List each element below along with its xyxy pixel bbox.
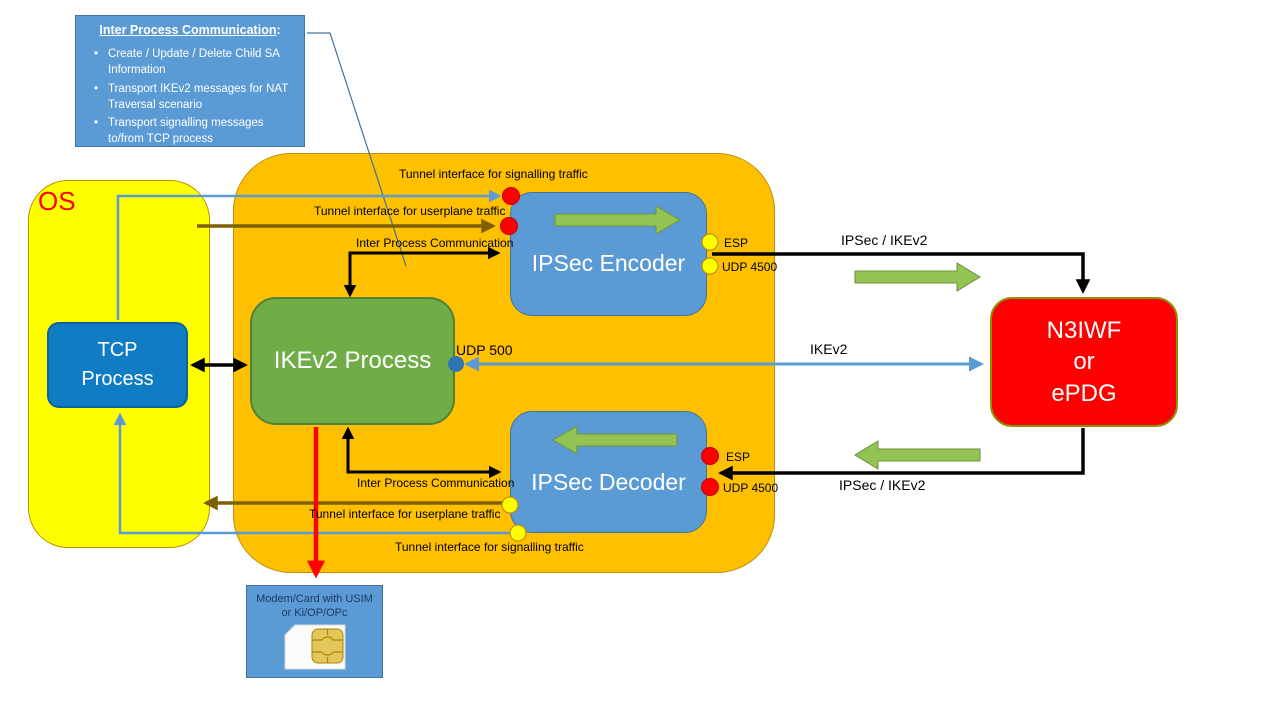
sim-card-icon — [283, 624, 347, 674]
flow-arrow-left-downlink-icon — [854, 440, 981, 470]
label-ipsec-ikev2-down: IPSec / IKEv2 — [839, 477, 926, 493]
label-encoder-esp: ESP — [724, 236, 749, 250]
label-decoder-udp4500: UDP 4500 — [723, 481, 779, 495]
label-tunnel-signalling-down: Tunnel interface for signalling traffic — [395, 540, 584, 554]
label-udp500: UDP 500 — [456, 342, 513, 358]
n3iwf-epdg-box: N3IWF or ePDG — [990, 297, 1178, 427]
ipc-callout-bullet: Transport IKEv2 messages for NAT Travers… — [94, 82, 294, 114]
ipc-callout-box: Inter Process Communication: Create / Up… — [75, 15, 305, 147]
label-encoder-udp4500: UDP 4500 — [722, 260, 778, 274]
modem-usim-box: Modem/Card with USIM or Ki/OP/OPc — [246, 585, 383, 678]
ipsec-encoder-box: IPSec Encoder — [510, 192, 707, 316]
label-ipsec-ikev2-up: IPSec / IKEv2 — [841, 232, 928, 248]
label-ipc-up: Inter Process Communication — [356, 236, 514, 250]
label-decoder-esp: ESP — [726, 450, 751, 464]
os-label: OS — [38, 186, 76, 216]
ikev2-process-box: IKEv2 Process — [250, 297, 455, 425]
modem-usim-label: Modem/Card with USIM or Ki/OP/OPc — [256, 593, 373, 620]
ipc-callout-bullet-list: Create / Update / Delete Child SA Inform… — [86, 47, 294, 148]
label-ipc-down: Inter Process Communication — [357, 476, 515, 490]
ipc-callout-bullet: Transport signalling messages to/from TC… — [94, 116, 294, 148]
ipc-callout-title: Inter Process Communication: — [99, 23, 281, 37]
ipsec-decoder-box: IPSec Decoder — [510, 411, 707, 533]
ipc-callout-bullet: Create / Update / Delete Child SA Inform… — [94, 47, 294, 79]
label-tunnel-userplane-down: Tunnel interface for userplane traffic — [309, 507, 501, 521]
label-tunnel-userplane-up: Tunnel interface for userplane traffic — [314, 204, 506, 218]
label-tunnel-signalling-up: Tunnel interface for signalling traffic — [399, 167, 588, 181]
label-ikev2: IKEv2 — [810, 341, 848, 357]
tcp-process-box: TCP Process — [47, 322, 188, 408]
connector-n3iwf-decoder — [718, 428, 1085, 481]
flow-arrow-right-uplink-icon — [854, 262, 981, 292]
